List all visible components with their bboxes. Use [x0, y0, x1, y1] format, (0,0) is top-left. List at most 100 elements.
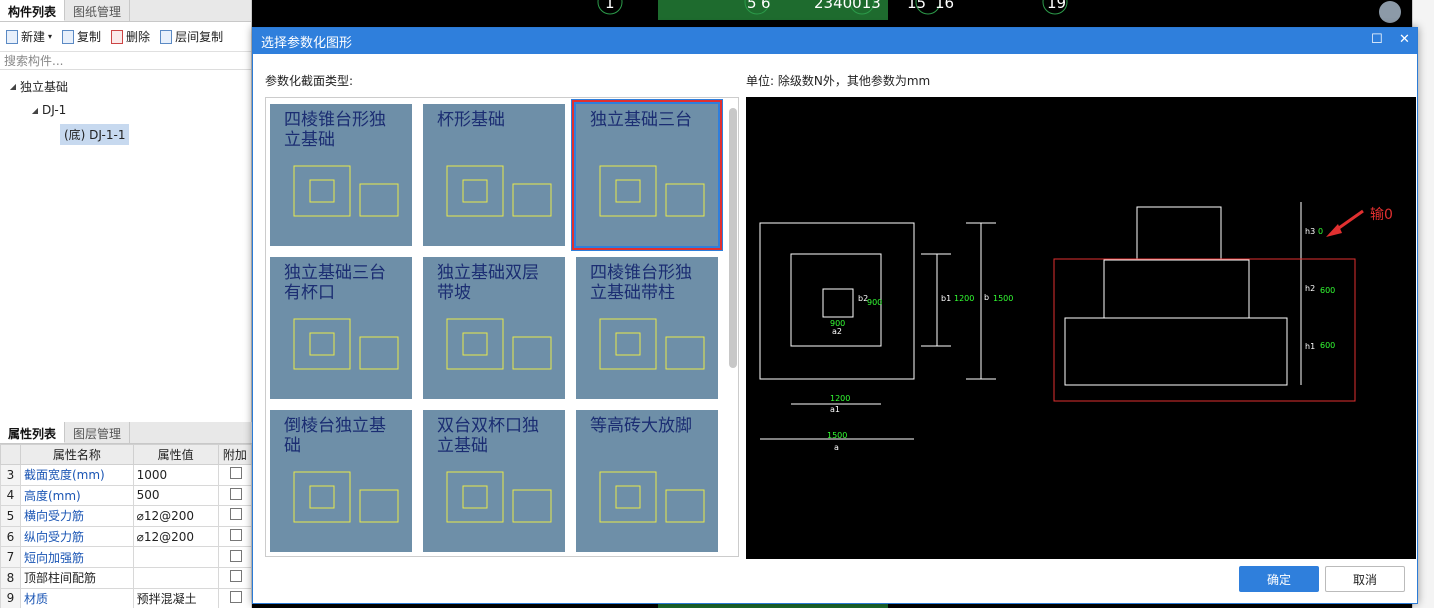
component-panel: 构件列表 图纸管理 新建▾ 复制 删除 层间复制 搜索构件... ◢独立基础 ◢…	[0, 0, 253, 608]
collapse-triangle-icon[interactable]: ◢	[31, 105, 39, 115]
thumbnail-5[interactable]: 独立基础双层带坡	[423, 257, 565, 399]
svg-text:a1: a1	[830, 405, 840, 414]
extra-checkbox[interactable]	[229, 549, 242, 562]
delete-button[interactable]: 删除	[111, 28, 150, 45]
property-value[interactable]	[132, 546, 219, 568]
extra-checkbox[interactable]	[229, 590, 242, 603]
svg-text:h2: h2	[1305, 284, 1315, 293]
extra-checkbox[interactable]	[229, 487, 242, 500]
svg-text:b: b	[984, 293, 989, 302]
tree-item-child[interactable]: ◢DJ-1	[0, 98, 251, 122]
thumbnail-6[interactable]: 四棱锥台形独立基础带柱	[576, 257, 718, 399]
new-button[interactable]: 新建▾	[6, 28, 52, 45]
thumbnail-title: 四棱锥台形独立基础带柱	[590, 263, 692, 303]
thumbnail-8[interactable]: 双台双杯口独立基础	[423, 410, 565, 552]
thumbnail-2[interactable]: 杯形基础	[423, 104, 565, 246]
thumbnail-title: 独立基础三台有杯口	[284, 263, 386, 303]
thumbnail-sketch	[293, 471, 399, 523]
thumbnail-sketch	[599, 165, 705, 217]
dim-h2: 600	[1320, 286, 1335, 295]
row-number: 4	[0, 484, 21, 507]
axis-label: 15	[907, 0, 926, 12]
col-extra: 附加	[217, 444, 253, 465]
thumbnail-scrollbar[interactable]	[729, 108, 737, 368]
maximize-icon[interactable]: ☐	[1371, 32, 1383, 47]
floor-copy-icon	[160, 29, 173, 44]
axis-bubble	[744, 0, 770, 15]
shape-preview: b2 a2 b1 b a1 a h3 h2 h1 900 900 1200 15…	[746, 97, 1416, 559]
tree-item-leaf[interactable]: (底) DJ-1-1	[0, 122, 251, 146]
view-cube-icon[interactable]	[1379, 1, 1401, 23]
property-tabs: 属性列表 图层管理	[0, 422, 252, 444]
extra-cell	[217, 525, 253, 548]
component-search-input[interactable]: 搜索构件...	[0, 52, 251, 70]
extra-checkbox[interactable]	[229, 467, 242, 480]
param-shape-dialog: 选择参数化图形 ☐ ✕ 参数化截面类型: 单位: 除级数N外，其他参数为mm 四…	[252, 27, 1418, 604]
svg-text:b2: b2	[858, 294, 868, 303]
axis-label: 2340013	[814, 0, 881, 12]
component-tree: ◢独立基础 ◢DJ-1 (底) DJ-1-1	[0, 70, 251, 146]
thumbnail-4[interactable]: 独立基础三台有杯口	[270, 257, 412, 399]
thumbnail-3[interactable]: 独立基础三台	[572, 100, 722, 250]
annotation-arrow	[1335, 209, 1364, 232]
thumbnail-1[interactable]: 四棱锥台形独立基础	[270, 104, 412, 246]
thumbnail-title: 四棱锥台形独立基础	[284, 110, 386, 150]
row-number: 8	[0, 566, 21, 589]
dim-b1: 1200	[954, 294, 974, 303]
dropdown-icon: ▾	[48, 32, 53, 41]
axis-bubble	[849, 0, 875, 15]
thumbnail-7[interactable]: 倒棱台独立基础	[270, 410, 412, 552]
property-value[interactable]: ⌀12@200	[132, 525, 219, 548]
extra-checkbox[interactable]	[229, 570, 242, 583]
copy-button[interactable]: 复制	[62, 28, 101, 45]
property-value[interactable]: 1000	[132, 464, 219, 486]
property-value[interactable]: ⌀12@200	[132, 505, 219, 527]
property-name: 短向加强筋	[20, 546, 134, 568]
thumbnail-grid: 四棱锥台形独立基础 杯形基础 独立基础三台独立基础三台有杯口独立基础双层带坡四棱锥台…	[265, 97, 739, 557]
tab-property-list[interactable]: 属性列表	[0, 422, 66, 443]
svg-text:b1: b1	[941, 294, 951, 303]
floor-copy-button[interactable]: 层间复制	[160, 28, 223, 45]
section-type-label: 参数化截面类型:	[265, 74, 354, 88]
axis-label: 1	[605, 0, 615, 12]
thumbnail-sketch	[599, 318, 705, 370]
dim-a: 1500	[827, 431, 847, 440]
tab-layer-management[interactable]: 图层管理	[65, 422, 131, 443]
thumbnail-9[interactable]: 等高砖大放脚	[576, 410, 718, 552]
copy-icon	[62, 29, 75, 44]
extra-checkbox[interactable]	[229, 529, 242, 542]
extra-cell	[217, 464, 253, 486]
col-prop-value: 属性值	[132, 444, 219, 465]
cancel-button[interactable]: 取消	[1325, 566, 1405, 592]
row-number: 5	[0, 505, 21, 527]
elevation-base	[1064, 317, 1288, 386]
svg-text:a: a	[834, 443, 839, 452]
tab-component-list[interactable]: 构件列表	[0, 0, 66, 21]
close-icon[interactable]: ✕	[1399, 32, 1410, 47]
tab-drawing-management[interactable]: 图纸管理	[65, 0, 131, 21]
collapse-triangle-icon[interactable]: ◢	[9, 81, 17, 91]
new-icon	[6, 29, 18, 44]
extra-checkbox[interactable]	[229, 508, 242, 521]
property-name: 横向受力筋	[20, 505, 134, 527]
axis-label: 19	[1047, 0, 1066, 12]
axis-bubble	[915, 0, 941, 15]
axis-label: 5	[747, 0, 757, 12]
property-value[interactable]	[132, 566, 219, 589]
dialog-title: 选择参数化图形	[261, 35, 353, 51]
svg-text:a2: a2	[832, 327, 842, 336]
property-value[interactable]: 预拌混凝土	[132, 587, 219, 608]
thumbnail-title: 杯形基础	[437, 110, 505, 130]
property-value[interactable]: 500	[132, 484, 219, 507]
annotation-note: 输0	[1370, 207, 1393, 223]
ok-button[interactable]: 确定	[1239, 566, 1319, 592]
tree-item-root[interactable]: ◢独立基础	[0, 74, 251, 98]
